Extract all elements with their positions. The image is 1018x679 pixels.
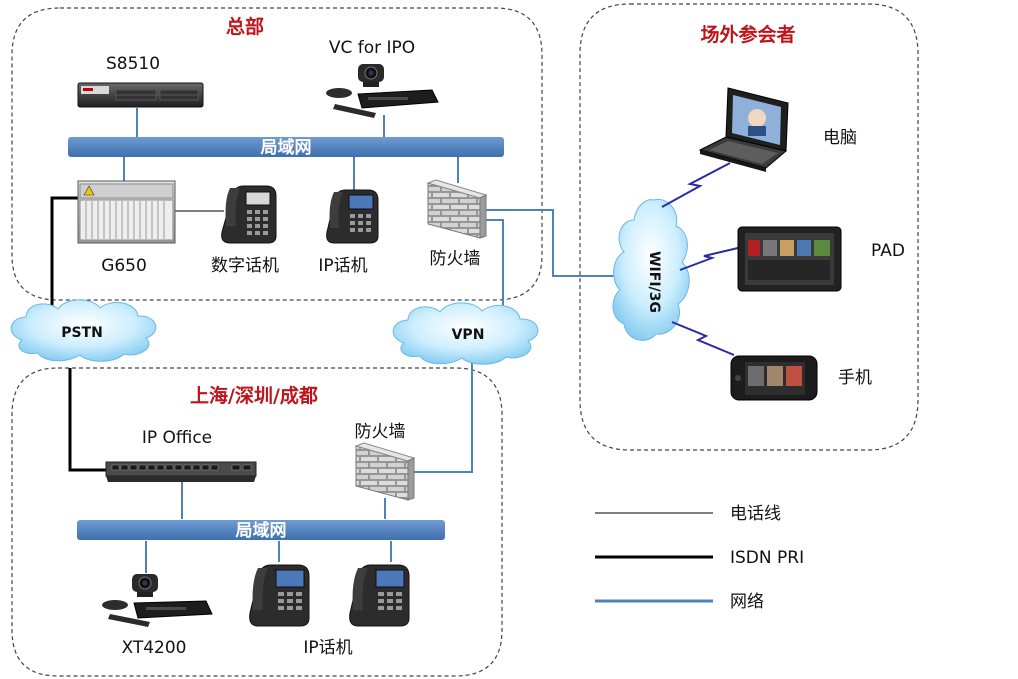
s8510-server-icon bbox=[77, 82, 204, 108]
xt4200-video-unit-icon bbox=[102, 574, 213, 627]
wireless-link-pad bbox=[679, 247, 739, 271]
mobile-phone-icon bbox=[730, 355, 818, 401]
link-vpn-branchfirewall bbox=[410, 352, 473, 473]
label-pc: 电脑 bbox=[823, 128, 857, 148]
legend-label-network: 网络 bbox=[730, 592, 764, 612]
link-firewall-vpn bbox=[482, 219, 504, 312]
label-mobile: 手机 bbox=[838, 368, 872, 388]
zone-title-branch: 上海/深圳/成都 bbox=[190, 384, 318, 407]
g650-gateway-icon bbox=[77, 180, 176, 244]
digital-phone-icon bbox=[221, 185, 277, 244]
wifi-3g-cloud: WIFI/3G bbox=[612, 198, 690, 341]
label-s8510: S8510 bbox=[106, 54, 160, 74]
laptop-pc-icon bbox=[698, 87, 789, 172]
ip-phone-branch-2-icon bbox=[349, 564, 410, 627]
label-xt4200: XT4200 bbox=[122, 638, 187, 658]
zone-title-hq: 总部 bbox=[226, 15, 264, 38]
zone-title-remote: 场外参会者 bbox=[700, 23, 795, 46]
label-vc: VC for IPO bbox=[329, 38, 415, 58]
label-g650: G650 bbox=[101, 256, 147, 276]
lan-bar-hq: 局域网 bbox=[68, 137, 504, 158]
vpn-cloud: VPN bbox=[392, 302, 539, 365]
vpn-label: VPN bbox=[452, 327, 485, 343]
label-ip-office: IP Office bbox=[142, 428, 212, 448]
link-pstn-ipoffice bbox=[68, 368, 106, 472]
pstn-label: PSTN bbox=[61, 325, 103, 341]
link-firewall-wifi bbox=[482, 209, 628, 277]
legend: 电话线 ISDN PRI 网络 bbox=[595, 504, 804, 612]
label-ip-phone-branch: IP话机 bbox=[303, 638, 352, 658]
pstn-cloud: PSTN bbox=[10, 299, 157, 362]
legend-label-isdn: ISDN PRI bbox=[730, 548, 804, 568]
link-g650-pstn bbox=[50, 196, 78, 318]
firewall-hq-icon bbox=[426, 179, 488, 239]
lan-bar-branch: 局域网 bbox=[77, 520, 445, 541]
label-ip-phone-hq: IP话机 bbox=[318, 256, 367, 276]
zone-branch-boundary bbox=[11, 367, 503, 677]
zone-hq-boundary bbox=[11, 7, 543, 301]
label-pad: PAD bbox=[871, 241, 905, 261]
zone-remote-boundary bbox=[579, 3, 919, 451]
ip-office-switch-icon bbox=[105, 461, 257, 482]
wifi-3g-label: WIFI/3G bbox=[646, 251, 662, 313]
lan-label-hq: 局域网 bbox=[261, 137, 312, 158]
ip-phone-branch-1-icon bbox=[249, 564, 310, 627]
video-conference-unit-icon bbox=[326, 64, 439, 118]
lan-label-branch: 局域网 bbox=[236, 520, 287, 541]
wireless-link-mobile bbox=[671, 321, 735, 356]
ip-phone-hq-icon bbox=[326, 189, 379, 244]
label-firewall-hq: 防火墙 bbox=[430, 249, 481, 269]
legend-label-phone-line: 电话线 bbox=[730, 504, 781, 524]
tablet-pad-icon bbox=[737, 226, 842, 292]
firewall-branch-icon bbox=[354, 442, 416, 501]
label-digital-phone: 数字话机 bbox=[211, 256, 279, 276]
label-firewall-branch: 防火墙 bbox=[355, 422, 406, 442]
wireless-link-pc bbox=[661, 162, 731, 208]
